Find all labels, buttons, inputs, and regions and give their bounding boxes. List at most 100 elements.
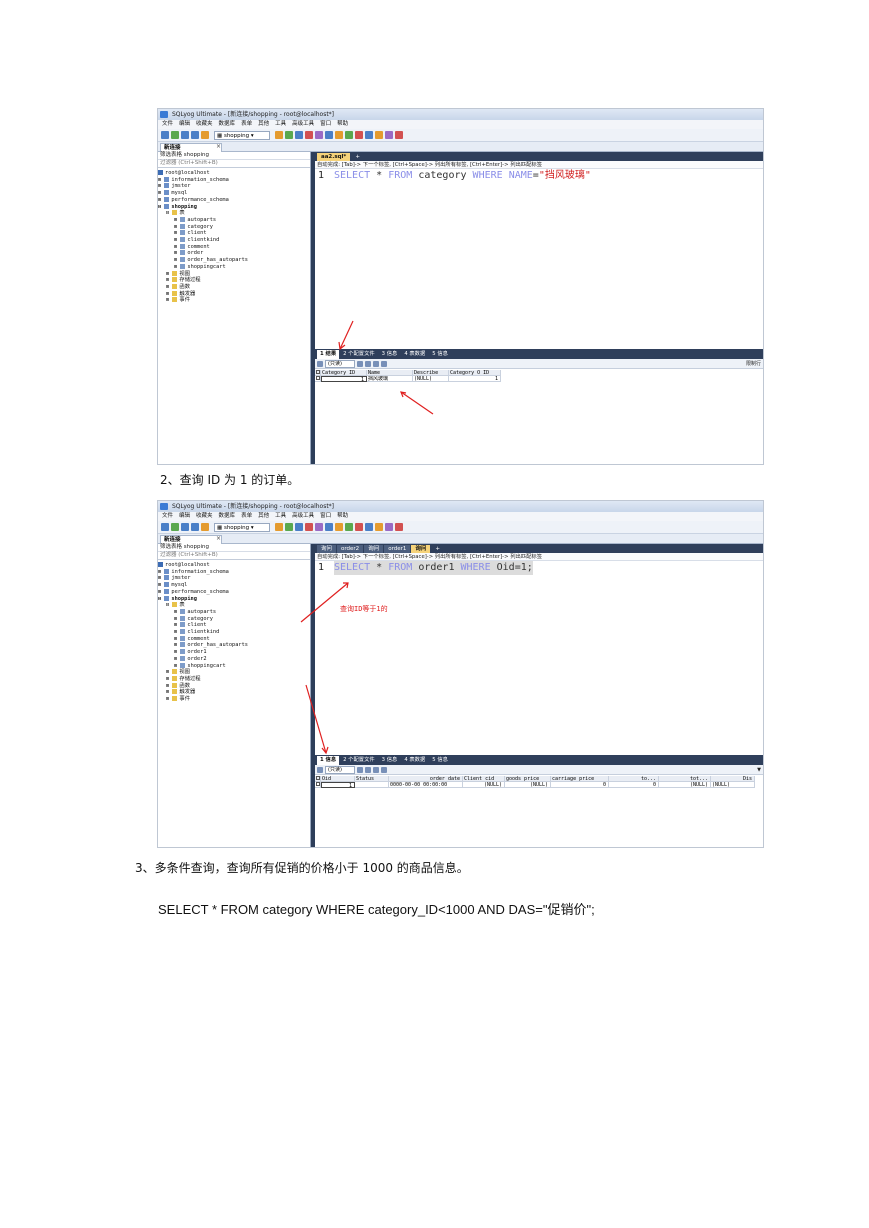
grid-header[interactable]: Name [367, 370, 413, 376]
grid-cell[interactable]: 1 [449, 376, 501, 382]
tree-table[interactable]: ⊞ clientkind [174, 629, 220, 636]
execute-icon[interactable] [201, 523, 209, 531]
grid-cell[interactable]: 1 [321, 376, 367, 382]
grid-cell[interactable]: (NULL) [659, 782, 711, 788]
tree-db[interactable]: ⊞ performance_schema [158, 196, 229, 203]
tree-db[interactable]: ⊞ jmster [158, 183, 191, 190]
run-query-icon[interactable] [275, 131, 283, 139]
save-icon[interactable] [365, 360, 371, 367]
filter-icon[interactable]: ▼ [757, 766, 761, 773]
grid-header[interactable]: Describe [413, 370, 449, 376]
tree-folder-tables[interactable]: ⊟ 表 [166, 210, 185, 217]
result-tab[interactable]: 1 信息 [317, 756, 340, 765]
grid-header[interactable]: tot... [659, 776, 711, 782]
save-icon[interactable] [181, 523, 189, 531]
menu-table[interactable]: 表单 [241, 513, 253, 519]
tree-table[interactable]: ⊞ order [174, 250, 204, 257]
grid-header[interactable]: carriage_price [551, 776, 609, 782]
grid-header[interactable]: Oid [321, 776, 355, 782]
tree-table[interactable]: ⊞ shoppingcart [174, 662, 226, 669]
table-icon[interactable] [325, 523, 333, 531]
query-tab[interactable]: 询问 [364, 545, 384, 553]
grid-header-check[interactable] [315, 776, 321, 782]
user-icon[interactable] [375, 131, 383, 139]
tree-folder[interactable]: ⊞ 事件 [166, 297, 190, 304]
delete-icon[interactable] [373, 360, 379, 367]
tree-db[interactable]: ⊞ mysql [158, 190, 188, 197]
export-icon[interactable] [355, 523, 363, 531]
save-icon[interactable] [181, 131, 189, 139]
result-tab[interactable]: 1 结果 [317, 350, 340, 359]
tree-table[interactable]: ⊞ client [174, 622, 207, 629]
tree-table[interactable]: ⊞ shoppingcart [174, 263, 226, 270]
export-icon[interactable] [355, 131, 363, 139]
schema-icon[interactable] [315, 131, 323, 139]
new-connection-icon[interactable] [161, 131, 169, 139]
tree-db-shopping[interactable]: ⊟ shopping [158, 595, 197, 602]
query-tab[interactable]: order2 [337, 545, 364, 553]
tree-table[interactable]: ⊞ order2 [174, 655, 207, 662]
result-tab[interactable]: 3 信息 [381, 351, 398, 357]
tree-folder[interactable]: ⊞ 视图 [166, 669, 190, 676]
grid-cell[interactable]: 0000-00-00 00:00:00 [389, 782, 463, 788]
result-tab[interactable]: 2 个配置文件 [343, 351, 375, 357]
tree-table[interactable]: ⊞ comment [174, 243, 210, 250]
menu-window[interactable]: 窗口 [320, 121, 332, 127]
tree-table[interactable]: ⊞ category [174, 615, 213, 622]
export-icon[interactable] [381, 360, 387, 367]
tree-folder[interactable]: ⊞ 函数 [166, 283, 190, 290]
query-tab[interactable]: order1 [384, 545, 411, 553]
database-select[interactable]: ▦ shopping ▾ [214, 522, 270, 532]
tree-db[interactable]: ⊞ information_schema [158, 568, 229, 575]
menu-help[interactable]: 帮助 [337, 513, 349, 519]
grid-header[interactable]: Dis [711, 776, 755, 782]
tree-db[interactable]: ⊞ jmster [158, 575, 191, 582]
tree-folder[interactable]: ⊞ 存储过程 [166, 675, 201, 682]
grid-icon[interactable] [395, 523, 403, 531]
menu-edit[interactable]: 编辑 [179, 513, 191, 519]
query-tab[interactable]: 询问 [411, 545, 431, 553]
tree-table[interactable]: ⊞ order_has_autoparts [174, 642, 248, 649]
grid-header[interactable]: Status [355, 776, 389, 782]
format-icon[interactable] [305, 523, 313, 531]
grid-mode-icon[interactable] [317, 360, 323, 367]
readonly-select[interactable]: (只读) [325, 359, 355, 368]
menu-other[interactable]: 其他 [258, 121, 270, 127]
open-icon[interactable] [191, 523, 199, 531]
tree-folder[interactable]: ⊞ 触发器 [166, 689, 196, 696]
stop-icon[interactable] [295, 131, 303, 139]
grid-mode-icon[interactable] [317, 766, 323, 773]
grid-cell[interactable]: (NULL) [463, 782, 505, 788]
grid-icon[interactable] [395, 131, 403, 139]
menu-advanced-tools[interactable]: 高级工具 [292, 121, 315, 127]
copy-icon[interactable] [357, 360, 363, 367]
grid-row-check[interactable] [315, 782, 321, 788]
menu-edit[interactable]: 编辑 [179, 121, 191, 127]
add-tab-icon[interactable]: + [435, 546, 440, 552]
connection-tab[interactable]: 新连接 [160, 535, 222, 544]
run-all-icon[interactable] [285, 523, 293, 531]
history-icon[interactable] [385, 523, 393, 531]
tree-db[interactable]: ⊞ performance_schema [158, 588, 229, 595]
stop-icon[interactable] [295, 523, 303, 531]
grid-cell[interactable]: 0 [609, 782, 659, 788]
tree-table[interactable]: ⊞ comment [174, 635, 210, 642]
grid-header[interactable]: Category_O_ID [449, 370, 501, 376]
export-icon[interactable] [381, 766, 387, 773]
result-tab[interactable]: 3 信息 [381, 757, 398, 763]
grid-header[interactable]: Client_cid [463, 776, 505, 782]
grid-cell[interactable]: 0 [551, 782, 609, 788]
filter-input[interactable]: 过滤器 (Ctrl+Shift+B) [158, 160, 310, 168]
grid-header-check[interactable] [315, 370, 321, 376]
tree-table[interactable]: ⊞ autoparts [174, 216, 217, 223]
database-select[interactable]: ▦ shopping ▾ [214, 130, 270, 140]
tree-table[interactable]: ⊞ clientkind [174, 237, 220, 244]
close-icon[interactable]: × [216, 143, 222, 150]
format-icon[interactable] [305, 131, 313, 139]
tree-folder[interactable]: ⊞ 视图 [166, 270, 190, 277]
grid-header[interactable]: order_date [389, 776, 463, 782]
menu-table[interactable]: 表单 [241, 121, 253, 127]
result-tab[interactable]: 5 信息 [432, 351, 448, 357]
menu-other[interactable]: 其他 [258, 513, 270, 519]
menu-tools[interactable]: 工具 [275, 121, 287, 127]
